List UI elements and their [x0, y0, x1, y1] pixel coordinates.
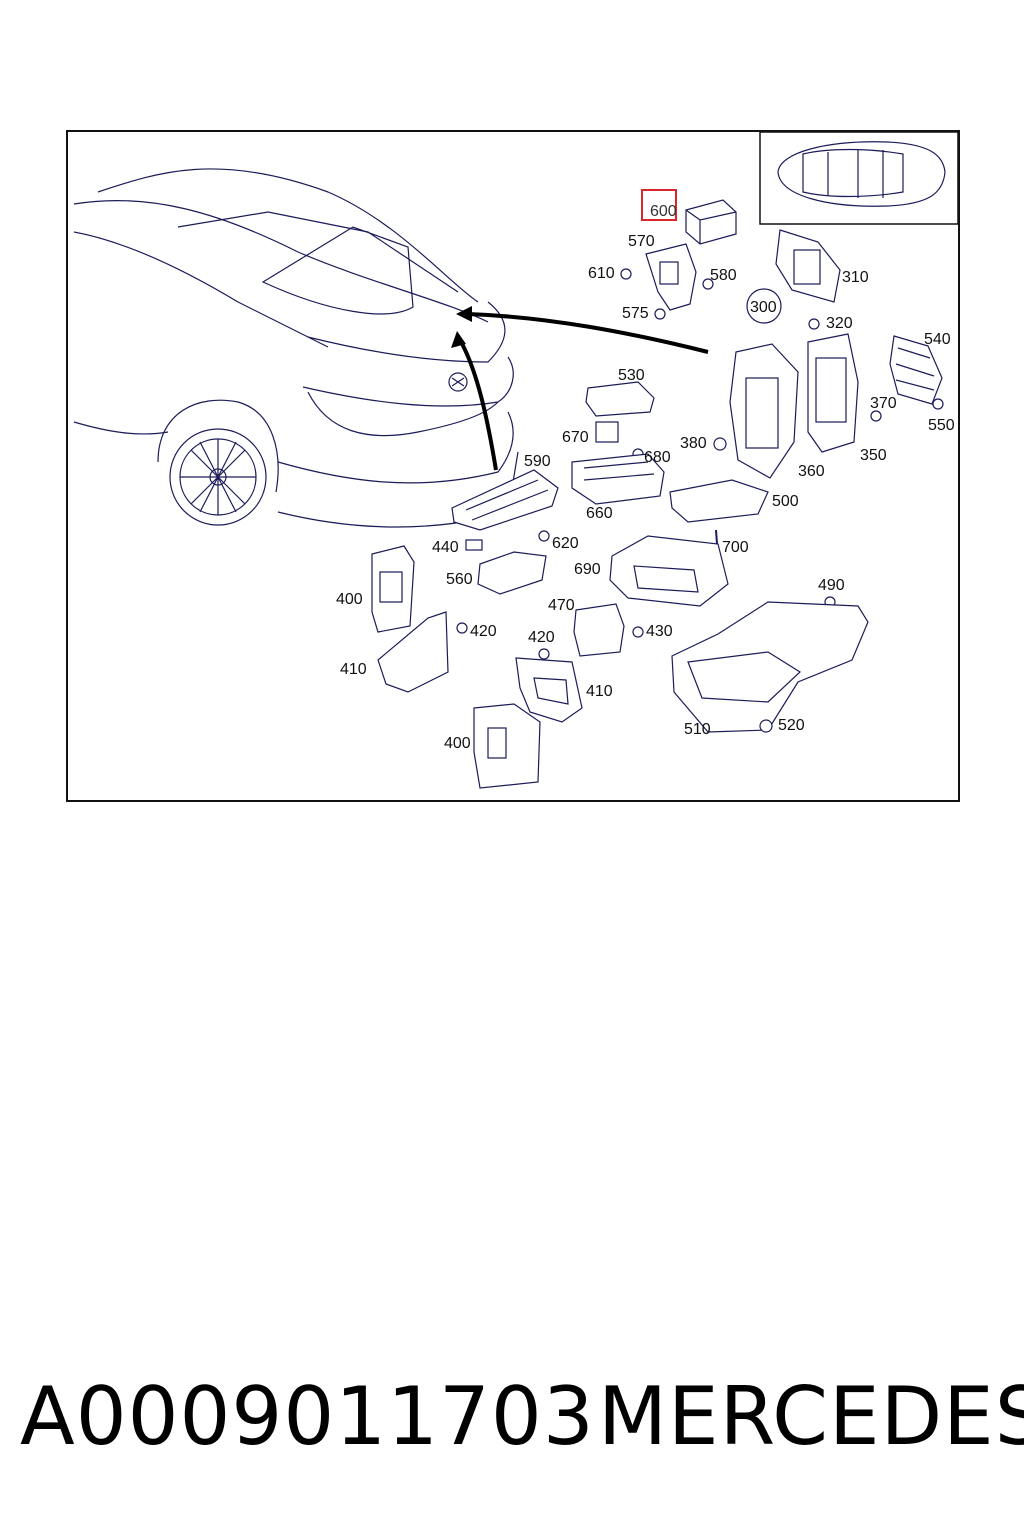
callout-670: 670 — [562, 429, 589, 446]
part-440-clip — [465, 539, 483, 551]
part-360-bracket — [729, 343, 799, 479]
callout-550: 550 — [928, 417, 955, 434]
part-580-nut — [702, 278, 714, 290]
callout-470: 470 — [548, 597, 575, 614]
pointer-arrow-secondary — [458, 339, 498, 471]
callout-530: 530 — [618, 367, 645, 384]
callout-490: 490 — [818, 577, 845, 594]
callout-420-left: 420 — [470, 623, 497, 640]
part-380-nut — [713, 437, 727, 451]
part-410-bracket-left — [377, 611, 449, 693]
callout-labels: 600 570 610 580 575 310 300 320 540 370 … — [336, 203, 955, 752]
inset-car-top-view — [759, 132, 958, 225]
callout-620: 620 — [552, 535, 579, 552]
part-530-module — [585, 381, 655, 417]
callout-320: 320 — [826, 315, 853, 332]
callout-580: 580 — [710, 267, 737, 284]
callout-400-upper: 400 — [336, 591, 363, 608]
callout-610: 610 — [588, 265, 615, 282]
pointer-arrowhead-secondary — [451, 331, 466, 348]
callout-660: 660 — [586, 505, 613, 522]
part-470-module — [573, 603, 625, 657]
callout-410-left: 410 — [340, 661, 367, 678]
part-370-clip — [870, 410, 882, 422]
part-560-holder — [477, 551, 547, 595]
part-number-text: A0009011703 — [20, 1370, 595, 1463]
callout-570: 570 — [628, 233, 655, 250]
part-575-screw — [654, 308, 666, 320]
callout-300-circle — [746, 288, 782, 324]
callout-350: 350 — [860, 447, 887, 464]
part-400-control-unit-lower — [473, 703, 541, 789]
part-320-screw — [808, 318, 820, 330]
callout-430: 430 — [646, 623, 673, 640]
callout-380: 380 — [680, 435, 707, 452]
callout-300: 300 — [750, 299, 777, 316]
highlight-box-600 — [641, 189, 677, 221]
part-540-relay — [889, 335, 943, 405]
part-430-screw — [632, 626, 644, 638]
callout-590: 590 — [524, 453, 551, 470]
callout-575: 575 — [622, 305, 649, 322]
parts-diagram: 600 570 610 580 575 310 300 320 540 370 … — [66, 130, 960, 802]
callout-310: 310 — [842, 269, 869, 286]
callout-700: 700 — [722, 539, 749, 556]
part-520-nut — [759, 719, 773, 733]
parts-diagram-drawing: 600 570 610 580 575 310 300 320 540 370 … — [73, 132, 958, 789]
callout-420-center: 420 — [528, 629, 555, 646]
part-670-relay — [595, 421, 619, 443]
part-590-control-panel — [451, 469, 559, 531]
part-620-screw — [538, 530, 550, 542]
callout-690: 690 — [574, 561, 601, 578]
part-410-bracket-center — [515, 657, 583, 723]
callout-370: 370 — [870, 395, 897, 412]
part-610-screw — [620, 268, 632, 280]
part-690-tray — [609, 535, 729, 607]
part-420-screw-left — [456, 622, 468, 634]
callout-680: 680 — [644, 449, 671, 466]
car-rear-illustration — [73, 168, 519, 528]
callout-440: 440 — [432, 539, 459, 556]
part-350-control-unit — [807, 333, 859, 453]
pointer-arrow-main — [467, 312, 709, 354]
part-570-bracket — [645, 243, 697, 311]
part-660-fuse-box — [571, 453, 665, 505]
callout-520: 520 — [778, 717, 805, 734]
callout-360: 360 — [798, 463, 825, 480]
callout-410-center: 410 — [586, 683, 613, 700]
callout-540: 540 — [924, 331, 951, 348]
part-510-housing — [671, 601, 869, 733]
callout-560: 560 — [446, 571, 473, 588]
brand-text: MERCEDES — [598, 1370, 1024, 1463]
part-500-control-unit — [669, 479, 769, 523]
callout-600: 600 — [650, 203, 677, 220]
callout-500: 500 — [772, 493, 799, 510]
part-310-control-module — [775, 229, 841, 303]
part-550-clip — [932, 398, 944, 410]
part-400-control-unit-upper — [371, 545, 415, 633]
part-420-screw-center — [538, 648, 550, 660]
part-600-control-unit — [685, 199, 737, 245]
pointer-arrowhead-main — [456, 306, 472, 322]
callout-400-lower: 400 — [444, 735, 471, 752]
callout-510: 510 — [684, 721, 711, 738]
